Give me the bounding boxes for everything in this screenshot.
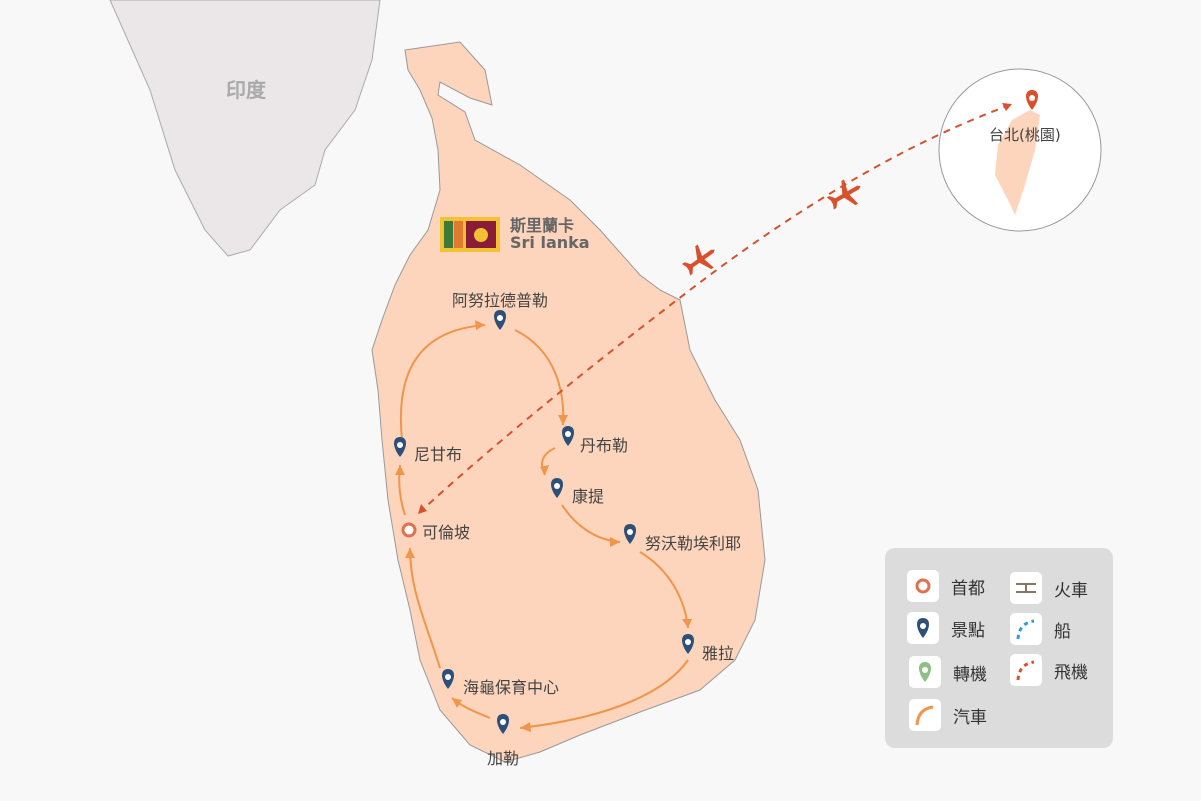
airplane-icon xyxy=(826,179,861,210)
spot-label: 海龜保育中心 xyxy=(463,678,560,697)
airplane-icon xyxy=(682,244,715,276)
transfer-pin-icon xyxy=(909,656,941,688)
spot-label: 阿努拉德普勒 xyxy=(452,291,549,310)
legend-car: 汽車 xyxy=(953,707,987,728)
sri-lanka-flag xyxy=(440,217,500,252)
spot-label: 加勒 xyxy=(487,749,520,768)
spot-label: 雅拉 xyxy=(702,644,735,663)
country-name-zh: 斯里蘭卡 xyxy=(510,216,575,235)
spot-label: 努沃勒埃利耶 xyxy=(645,534,742,553)
train-route-icon xyxy=(1010,572,1042,604)
route-anuradhapura-dambulla xyxy=(514,329,565,426)
legend-train: 火車 xyxy=(1054,580,1088,601)
route-turtle-colombo xyxy=(409,547,441,669)
boat-route-icon xyxy=(1010,613,1042,645)
taiwan-landmass xyxy=(995,110,1040,215)
legend-spot: 景點 xyxy=(951,620,985,641)
capital-icon xyxy=(907,570,939,602)
india-label: 印度 xyxy=(226,78,266,102)
capital-icon[interactable] xyxy=(401,522,417,538)
legend-boat: 船 xyxy=(1054,621,1071,642)
spot-pin-icon xyxy=(907,612,939,644)
flight-route xyxy=(419,104,1011,513)
route-yala-galle xyxy=(519,659,689,729)
plane-route-icon xyxy=(1010,654,1042,686)
spot-label: 丹布勒 xyxy=(580,436,629,455)
country-name-en: Sri lanka xyxy=(510,233,590,252)
origin-label: 台北(桃園) xyxy=(989,126,1061,144)
legend-capital: 首都 xyxy=(951,578,985,599)
route-negombo-anuradhapura xyxy=(399,324,486,441)
capital-label: 可倫坡 xyxy=(422,523,471,542)
spot-label: 尼甘布 xyxy=(414,445,463,464)
car-route-icon xyxy=(909,699,941,731)
india-landmass xyxy=(109,0,381,257)
legend: 首都 景點 轉機 汽車 火車 船 飛機 xyxy=(885,548,1113,748)
spot-label: 康提 xyxy=(572,487,605,506)
legend-transfer: 轉機 xyxy=(953,664,987,685)
legend-plane: 飛機 xyxy=(1054,662,1088,683)
